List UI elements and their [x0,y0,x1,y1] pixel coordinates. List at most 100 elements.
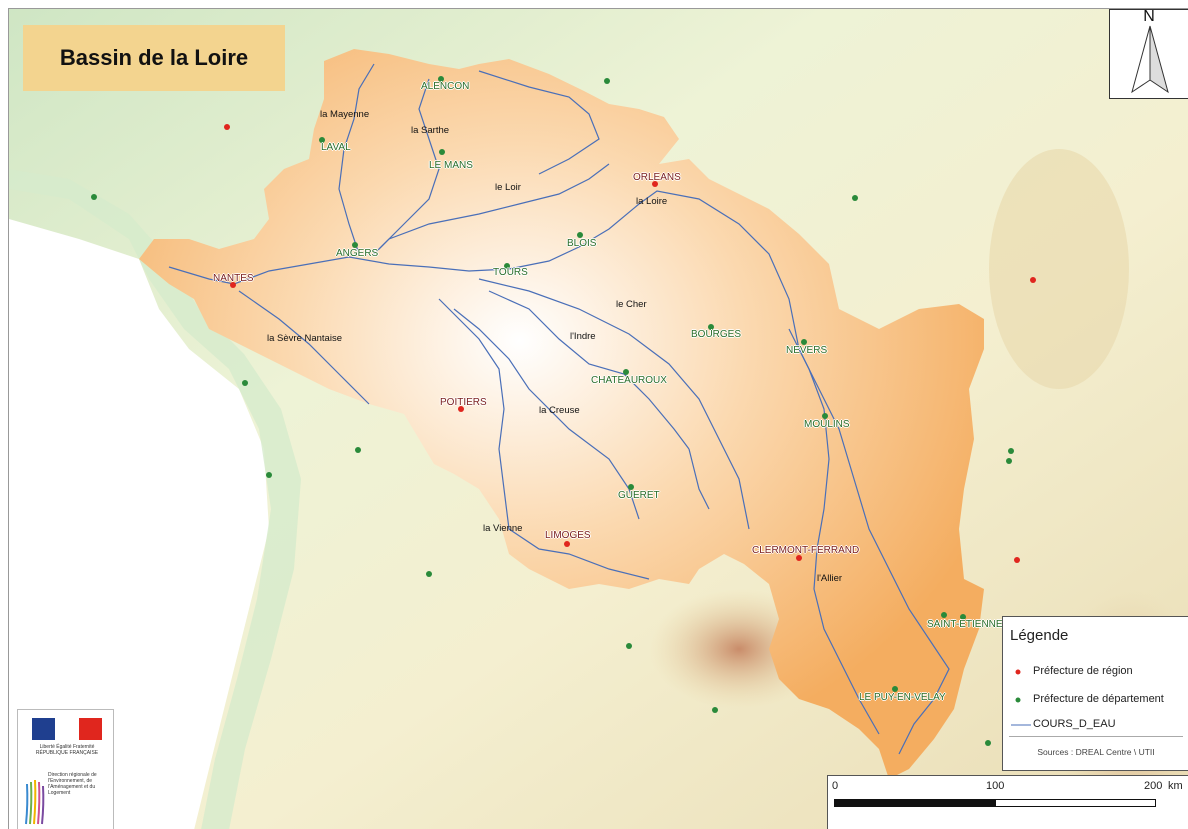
label-saint-etienne: SAINT-ETIENNE [927,619,1003,630]
scale-unit: km [1168,780,1183,792]
dot-outside-13 [985,740,991,746]
river-loir [373,163,610,255]
river-sarthe-upper [478,70,600,175]
river-sevre [238,290,370,405]
river-network [168,63,950,755]
river-label-mayenne: la Mayenne [320,109,370,120]
dot-clermont [796,555,802,561]
dreal-caption: Direction régionale de l'Environnement, … [48,772,97,796]
atlantic-sea [9,219,269,829]
dot-poitiers [458,406,464,412]
dot-orleans [652,181,658,187]
legend-region-label: Préfecture de région [1033,665,1133,677]
dot-le-mans [439,149,445,155]
label-poitiers: POITIERS [440,397,487,408]
dot-outside-3 [852,195,858,201]
label-clermont-ferrand: CLERMONT-FERRAND [752,545,860,556]
map-canvas [9,9,1188,829]
river-label-creuse: la Creuse [539,405,580,416]
dot-outside-6 [266,472,272,478]
dot-laval [319,137,325,143]
dot-outside-8 [1006,458,1012,464]
label-limoges: LIMOGES [545,530,591,541]
river-indre [488,290,690,450]
dot-nantes [230,282,236,288]
river-vienne [438,298,650,580]
label-gueret: GUERET [618,490,660,501]
dot-outside-10 [626,643,632,649]
river-mayenne [338,63,375,255]
dot-blois [577,232,583,238]
dot-gueret [628,484,634,490]
legend-separator [1009,736,1183,737]
scale-bar: 0 100 200 km [827,775,1188,829]
label-le-mans: LE MANS [429,160,473,171]
dot-outside-12 [960,614,966,620]
dot-alencon [438,76,444,82]
scale-tick-100: 100 [986,780,1005,792]
dot-angers [352,242,358,248]
north-arrow-icon [1131,25,1169,94]
label-laval: LAVAL [321,142,351,153]
dot-outside-11 [712,707,718,713]
legend-title: Légende [1010,627,1069,644]
river-loire [168,190,950,755]
label-nantes: NANTES [213,273,254,284]
river-allier [788,328,880,735]
dot-saint-etienne [941,612,947,618]
river-creuse [453,308,640,520]
river-label-sarthe: la Sarthe [411,125,450,136]
river-cher [478,278,750,530]
label-blois: BLOIS [567,238,597,249]
label-angers: ANGERS [336,248,379,259]
map-legend: Légende Préfecture de région Préfecture … [1002,616,1188,771]
map-title: Bassin de la Loire [59,45,249,70]
dreal-logo-icon [25,779,45,825]
river-label-loir: le Loir [495,182,521,193]
dot-le-puy [892,686,898,692]
dept-prefecture-markers [91,76,1014,746]
dot-extra-east [1030,277,1036,283]
legend-row-river: COURS_D_EAU [1003,715,1188,735]
label-le-puy-en-velay: LE PUY-EN-VELAY [859,692,946,703]
label-moulins: MOULINS [804,419,850,430]
dot-extra-southeast [1014,557,1020,563]
legend-region-dot-icon [1015,669,1021,675]
label-nevers: NEVERS [786,345,828,356]
legend-row-dept: Préfecture de département [1003,690,1188,710]
dot-outside-4 [242,380,248,386]
river-label-vienne: la Vienne [483,523,523,534]
label-bourges: BOURGES [691,329,742,340]
scale-tick-0: 0 [832,780,839,792]
river-label-allier: l'Allier [817,573,843,584]
legend-dept-label: Préfecture de département [1033,693,1164,705]
river-label-loire: la Loire [636,196,668,207]
label-orleans: ORLEANS [633,172,681,183]
river-label-cher: le Cher [616,299,647,310]
legend-river-line-icon [1011,724,1031,726]
north-letter: N [1143,8,1155,25]
legend-sources: Sources : DREAL Centre \ UTII [1037,747,1155,757]
dot-moulins [822,413,828,419]
dot-outside-1 [604,78,610,84]
jura-relief [989,149,1129,389]
dot-bourges [708,324,714,330]
republique-francaise-logo [32,718,102,740]
dot-outside-7 [1008,448,1014,454]
map-title-box: Bassin de la Loire [23,25,285,91]
river-small-east [688,448,710,510]
dot-limoges [564,541,570,547]
label-chateauroux: CHATEAUROUX [591,375,667,386]
loire-basin [139,49,984,779]
legend-row-region: Préfecture de région [1003,662,1188,682]
dot-tours [504,263,510,269]
legend-river-label: COURS_D_EAU [1033,718,1116,730]
river-label-sevre: la Sèvre Nantaise [267,333,342,344]
legend-dept-dot-icon [1015,697,1021,703]
dot-outside-9 [426,571,432,577]
region-prefecture-markers [224,124,1036,563]
dot-extra-north [224,124,230,130]
label-tours: TOURS [493,267,528,278]
river-label-indre: l'Indre [570,331,596,342]
scale-bar-black-segment [834,799,995,807]
